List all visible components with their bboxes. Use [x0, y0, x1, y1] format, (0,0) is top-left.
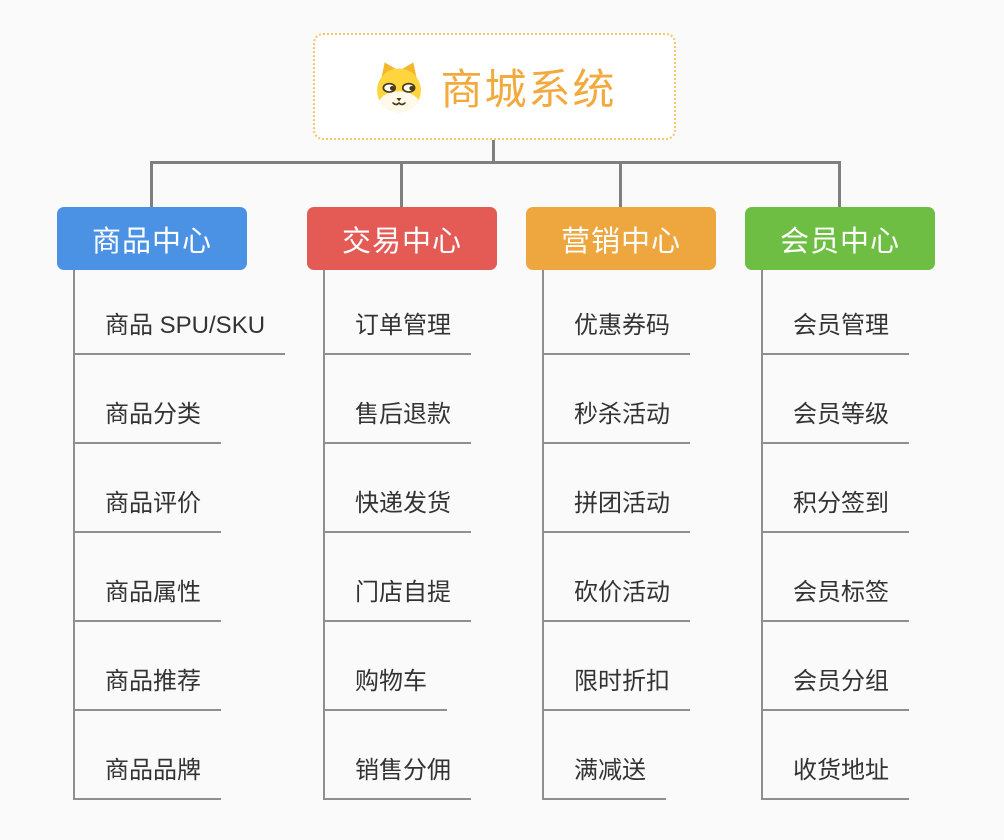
topic-item[interactable]: 快递发货	[323, 487, 471, 533]
branch-trunk	[761, 270, 763, 800]
topic-item[interactable]: 会员标签	[761, 576, 909, 622]
branch-trunk	[542, 270, 544, 800]
branch-members: 会员中心 会员管理 会员等级 积分签到 会员标签 会员分组 收货地址	[745, 207, 1004, 840]
topic-item[interactable]: 销售分佣	[323, 754, 471, 800]
topic-item[interactable]: 订单管理	[323, 309, 471, 355]
topic-item[interactable]: 商品属性	[73, 576, 221, 622]
topic-item[interactable]: 收货地址	[761, 754, 909, 800]
topic-item[interactable]: 购物车	[323, 665, 447, 711]
dog-face-icon	[372, 60, 426, 114]
topic-item[interactable]: 积分签到	[761, 487, 909, 533]
topic-item[interactable]: 商品品牌	[73, 754, 221, 800]
connector-root-stem	[492, 138, 495, 163]
topic-item[interactable]: 售后退款	[323, 398, 471, 444]
topic-item[interactable]: 商品分类	[73, 398, 221, 444]
topic-item[interactable]: 砍价活动	[542, 576, 690, 622]
topic-item[interactable]: 商品推荐	[73, 665, 221, 711]
topic-item[interactable]: 会员管理	[761, 309, 909, 355]
connector-bus	[151, 161, 841, 164]
root-title: 商城系统	[440, 66, 617, 113]
branch-products: 商品中心 商品 SPU/SKU 商品分类 商品评价 商品属性 商品推荐 商品品牌	[57, 207, 317, 840]
topic-item[interactable]: 会员分组	[761, 665, 909, 711]
connector-drop-marketing	[619, 161, 622, 208]
topic-item[interactable]: 秒杀活动	[542, 398, 690, 444]
branch-marketing: 营销中心 优惠券码 秒杀活动 拼团活动 砍价活动 限时折扣 满减送	[526, 207, 786, 840]
topic-item[interactable]: 优惠券码	[542, 309, 690, 355]
topic-item[interactable]: 会员等级	[761, 398, 909, 444]
topic-item[interactable]: 门店自提	[323, 576, 471, 622]
topic-item[interactable]: 拼团活动	[542, 487, 690, 533]
root-node[interactable]: 商城系统	[313, 33, 676, 140]
branch-trade: 交易中心 订单管理 售后退款 快递发货 门店自提 购物车 销售分佣	[307, 207, 567, 840]
topic-item[interactable]: 商品评价	[73, 487, 221, 533]
topic-item[interactable]: 满减送	[542, 754, 666, 800]
topic-item[interactable]: 商品 SPU/SKU	[73, 309, 286, 355]
branch-header-trade[interactable]: 交易中心	[307, 207, 497, 270]
branch-trunk	[323, 270, 325, 800]
connector-drop-products	[150, 161, 153, 208]
branch-header-marketing[interactable]: 营销中心	[526, 207, 716, 270]
branch-header-products[interactable]: 商品中心	[57, 207, 247, 270]
connector-drop-members	[838, 161, 841, 208]
branch-header-members[interactable]: 会员中心	[745, 207, 935, 270]
connector-drop-trade	[400, 161, 403, 208]
topic-item[interactable]: 限时折扣	[542, 665, 690, 711]
branch-trunk	[73, 270, 75, 800]
